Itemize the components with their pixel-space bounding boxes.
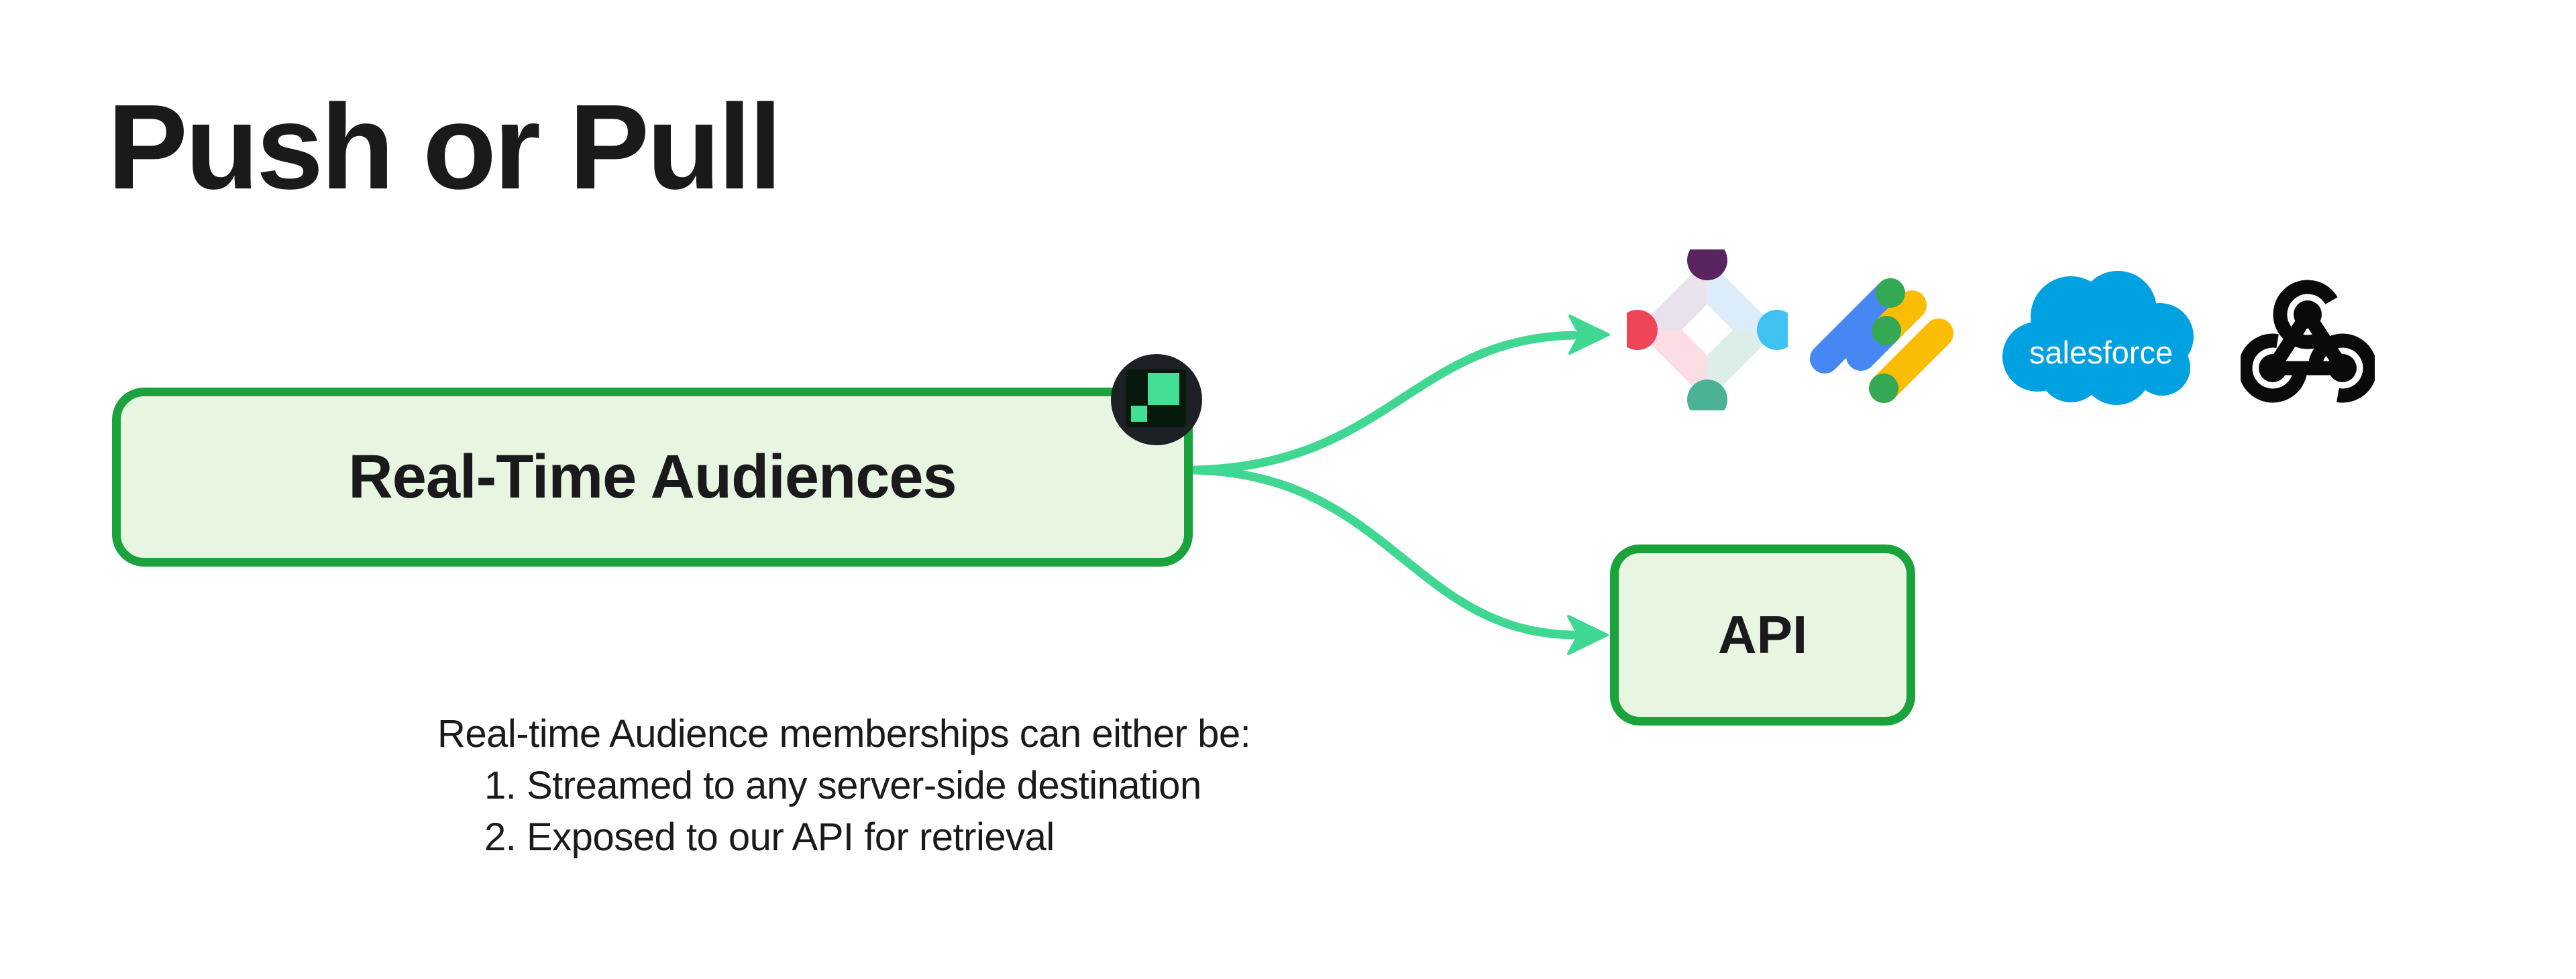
api-node: API [1610, 544, 1915, 726]
notes-item-text: Streamed to any server-side destination [527, 764, 1201, 807]
notes-item-number: 2. [484, 815, 517, 859]
notes-item: 1. Streamed to any server-side destinati… [484, 760, 1250, 811]
webhook-icon [2241, 280, 2375, 403]
notes-item-number: 1. [484, 764, 517, 807]
realtime-audiences-node: Real-Time Audiences [112, 388, 1193, 567]
api-label: API [1717, 605, 1808, 665]
arrow-to-destinations [1190, 314, 1610, 475]
salesforce-wordmark: salesforce [2029, 335, 2173, 370]
google-ad-manager-logo [1810, 278, 1953, 403]
arrow-to-api [1190, 465, 1609, 655]
notes: Real-time Audience memberships can eithe… [437, 708, 1251, 863]
salesforce-logo: salesforce [2002, 271, 2194, 405]
slide-title: Push or Pull [107, 80, 782, 215]
notes-item-text: Exposed to our API for retrieval [527, 815, 1055, 859]
iterable-logo [1627, 249, 1788, 410]
segment-badge [1111, 354, 1202, 445]
segment-tiles-icon [1126, 369, 1186, 427]
notes-item: 2. Exposed to our API for retrieval [484, 811, 1250, 863]
notes-intro: Real-time Audience memberships can eithe… [437, 712, 1251, 756]
realtime-audiences-label: Real-Time Audiences [348, 443, 957, 511]
